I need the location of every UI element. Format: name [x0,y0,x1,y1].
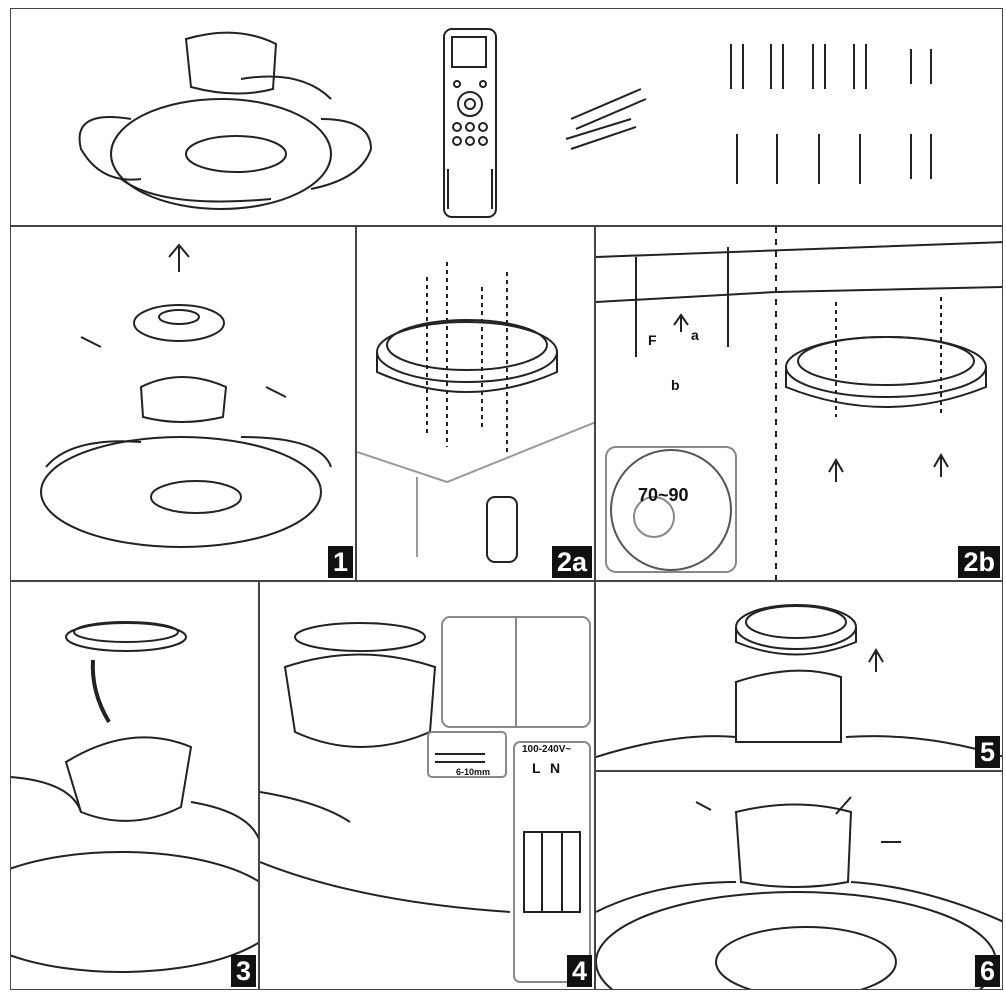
step-6-panel: 6 [595,771,1003,990]
anchor-f-label: F [648,332,657,348]
step-6-drawing [596,796,1002,989]
step-number-5: 5 [974,736,1000,768]
step-5-drawing [596,604,1002,758]
step-1-panel: 1 [10,226,356,581]
step-number-2a: 2a [551,546,592,578]
parts-drawing [78,28,932,218]
live-label: L [532,760,541,776]
step-number-1: 1 [327,546,353,578]
step-number-4: 4 [566,955,592,987]
step-3-panel: 3 [10,581,259,990]
step-1-drawing [40,243,332,548]
neutral-label: N [550,760,561,776]
distance-label: 70~90 [638,485,689,505]
step-2b-drawing [596,227,1002,580]
step-2a-drawing [357,262,594,563]
step-4-panel: 100-240V~ L N 6-10mm 4 [259,581,595,990]
step-5-panel: 5 [595,581,1003,771]
step-4-drawing [260,616,591,983]
voltage-label: 100-240V~ [522,744,572,755]
step-2a-panel: 2a [356,226,595,581]
step-number-3: 3 [230,955,256,987]
step-number-2b: 2b [958,546,1000,578]
arrow-a-label: a [691,327,699,343]
strip-length-label: 6-10mm [456,767,491,777]
parts-panel [10,8,1003,226]
step-number-6: 6 [974,955,1000,987]
step-3-drawing [11,621,258,973]
arrow-b-label: b [671,377,680,393]
step-2b-panel: F a b 70~90 2b [595,226,1003,581]
